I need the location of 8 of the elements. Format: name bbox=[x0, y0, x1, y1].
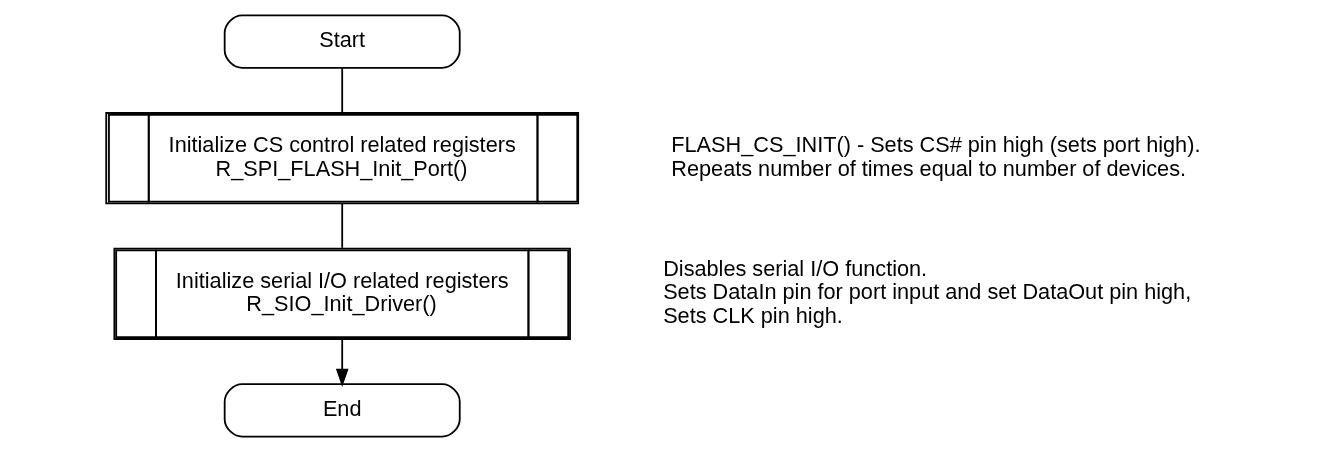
connector bbox=[340, 67, 343, 114]
node-label: FLASH_CS_INIT() - Sets CS# pin high (sets port high). bbox=[670, 132, 1200, 158]
arrow bbox=[335, 338, 349, 387]
node-label: Disables serial I/O function. bbox=[662, 255, 927, 281]
node-label: Sets DataIn pin for port input and set DataOut pin high, bbox=[662, 279, 1191, 305]
node-box: Start bbox=[223, 14, 461, 69]
connector bbox=[340, 203, 343, 249]
node-box: End bbox=[223, 383, 461, 438]
